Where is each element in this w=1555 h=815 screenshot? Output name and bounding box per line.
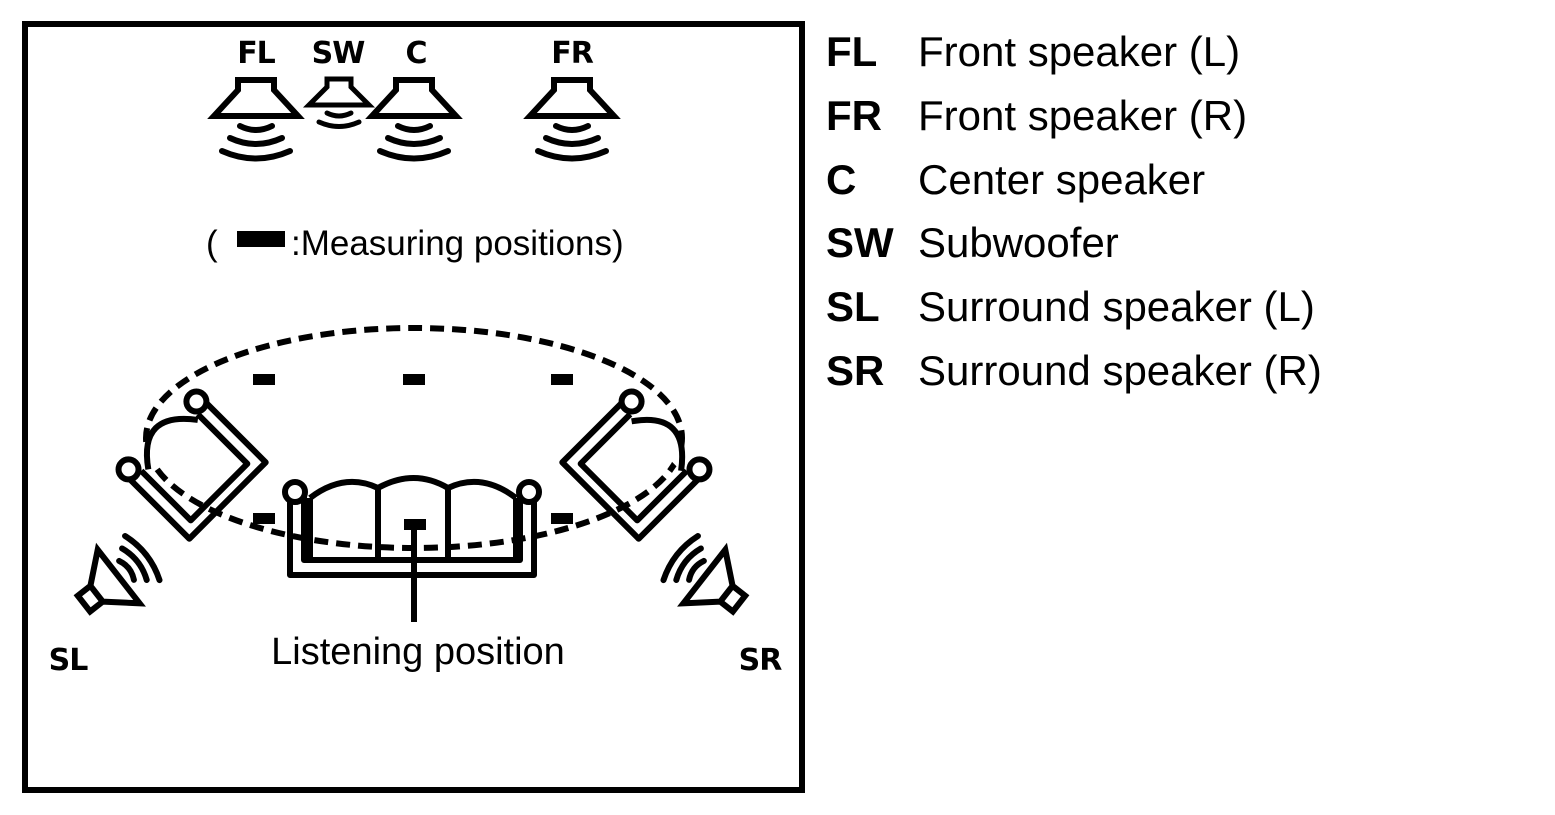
legend-desc: Front speaker (L): [918, 28, 1241, 75]
measuring-marker-icon: [237, 231, 285, 247]
left-armchair: [114, 387, 268, 541]
right-armchair: [559, 387, 713, 541]
listening-area-ellipse: [143, 325, 685, 551]
note-text: :Measuring positions): [291, 224, 624, 263]
note-open-paren: (: [206, 224, 218, 263]
fl-label: FL: [237, 36, 275, 71]
legend-item-fr: FR Front speaker (R): [826, 92, 1322, 156]
measuring-marker: [551, 513, 573, 524]
legend-item-c: C Center speaker: [826, 156, 1322, 220]
measuring-positions-note: ( :Measuring positions): [206, 224, 624, 263]
listening-position-label: Listening position: [271, 631, 565, 673]
legend-code: SL: [826, 283, 880, 331]
speaker-legend: FL Front speaker (L) FR Front speaker (R…: [826, 28, 1322, 411]
c-label: C: [405, 36, 426, 71]
sr-label: SR: [739, 643, 783, 678]
legend-desc: Surround speaker (R): [918, 346, 1322, 394]
legend-code: SR: [826, 346, 885, 394]
measuring-marker: [404, 519, 426, 530]
legend-desc: Subwoofer: [918, 219, 1119, 267]
legend-item-sw: SW Subwoofer: [826, 219, 1322, 283]
legend-code: SW: [826, 219, 894, 267]
legend-code: FL: [826, 28, 878, 75]
sw-label: SW: [312, 36, 366, 71]
surround-left-speaker: SL: [49, 528, 168, 678]
measuring-marker: [403, 374, 425, 385]
measuring-marker: [253, 513, 275, 524]
legend-item-sl: SL Surround speaker (L): [826, 283, 1322, 347]
room-outline: [22, 21, 805, 793]
legend-desc: Center speaker: [918, 155, 1206, 203]
front-left-speaker: FL: [214, 36, 298, 159]
legend-item-sr: SR Surround speaker (R): [826, 347, 1322, 411]
front-right-speaker: FR: [530, 36, 614, 159]
subwoofer-speaker: SW: [309, 36, 369, 127]
fr-label: FR: [551, 36, 593, 71]
sl-label: SL: [49, 643, 89, 678]
measuring-markers: [253, 374, 573, 530]
legend-item-fl: FL Front speaker (L): [826, 28, 1322, 92]
measuring-marker: [253, 374, 275, 385]
legend-desc: Front speaker (R): [918, 91, 1248, 139]
surround-right-speaker: SR: [656, 528, 783, 678]
center-speaker: C: [372, 36, 456, 159]
legend-desc: Surround speaker (L): [918, 283, 1315, 331]
legend-code: FR: [826, 91, 882, 139]
measuring-marker: [551, 374, 573, 385]
legend-code: C: [826, 155, 857, 203]
